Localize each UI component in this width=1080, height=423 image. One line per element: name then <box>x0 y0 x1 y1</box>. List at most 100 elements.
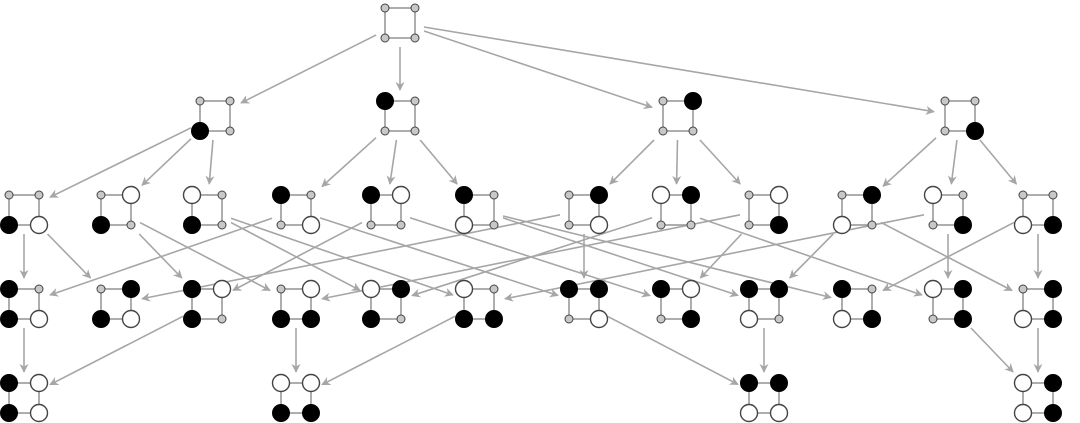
top-left-black-dot <box>455 186 473 204</box>
bottom-right-unset-dot <box>225 126 235 136</box>
bottom-right-unset-dot <box>686 220 696 230</box>
top-right-black-dot <box>1044 280 1062 298</box>
state-node <box>182 185 227 234</box>
bottom-left-white-dot <box>739 403 759 423</box>
nodes-layer <box>0 3 1062 423</box>
node-frame <box>568 288 600 320</box>
bottom-left-unset-dot <box>366 220 376 230</box>
bottom-left-unset-dot <box>940 126 950 136</box>
state-node <box>454 186 499 235</box>
edge-arrow <box>423 30 653 109</box>
edges-layer <box>19 26 1043 386</box>
top-left-white-dot <box>923 185 943 205</box>
top-left-black-dot <box>183 280 201 298</box>
state-node <box>564 186 609 235</box>
top-left-black-dot <box>376 92 394 110</box>
node-frame <box>662 100 694 132</box>
bottom-right-black-dot <box>682 310 700 328</box>
bottom-left-black-dot <box>455 310 473 328</box>
top-left-black-dot <box>272 186 290 204</box>
state-node <box>1013 190 1062 235</box>
top-left-unset-dot <box>837 190 847 200</box>
bottom-right-unset-dot <box>217 314 227 324</box>
bottom-left-black-dot <box>0 404 18 422</box>
top-right-unset-dot <box>489 190 499 200</box>
bottom-right-unset-dot <box>396 314 406 324</box>
bottom-left-black-dot <box>92 216 110 234</box>
node-frame <box>748 194 780 226</box>
node-frame <box>1022 194 1054 226</box>
node-frame <box>370 288 402 320</box>
top-right-black-dot <box>122 280 140 298</box>
bottom-right-black-dot <box>302 310 320 328</box>
top-right-white-dot <box>212 279 232 299</box>
state-node <box>832 186 881 235</box>
bottom-left-white-dot <box>739 309 759 329</box>
state-node <box>560 280 609 329</box>
bottom-right-unset-dot <box>410 33 420 43</box>
edge-arrow <box>882 221 1015 292</box>
top-left-unset-dot <box>276 284 286 294</box>
top-right-white-dot <box>769 185 789 205</box>
bottom-right-black-dot <box>1044 216 1062 234</box>
bottom-left-black-dot <box>0 216 18 234</box>
node-frame <box>384 7 416 39</box>
top-left-black-dot <box>362 186 380 204</box>
bottom-left-black-dot <box>272 310 290 328</box>
bottom-right-unset-dot <box>489 220 499 230</box>
bottom-left-black-dot <box>183 310 201 328</box>
top-right-black-dot <box>770 280 788 298</box>
bottom-left-unset-dot <box>276 220 286 230</box>
state-node <box>0 190 49 235</box>
bottom-right-unset-dot <box>217 220 227 230</box>
bottom-right-unset-dot <box>688 126 698 136</box>
state-node <box>832 280 881 329</box>
edge-arrow <box>139 221 271 292</box>
state-node <box>744 185 789 234</box>
node-frame <box>280 288 312 320</box>
top-right-unset-dot <box>970 96 980 106</box>
top-left-unset-dot <box>380 3 390 13</box>
bottom-right-unset-dot <box>867 220 877 230</box>
state-node <box>739 280 788 329</box>
edge-arrow <box>232 221 363 292</box>
top-right-black-dot <box>770 374 788 392</box>
top-right-unset-dot <box>34 284 44 294</box>
state-node <box>0 373 49 423</box>
bottom-left-black-dot <box>362 310 380 328</box>
top-left-unset-dot <box>564 190 574 200</box>
state-node <box>923 279 972 328</box>
state-node <box>652 279 701 328</box>
state-node <box>651 185 700 230</box>
top-right-black-dot <box>392 280 410 298</box>
node-frame <box>384 100 416 132</box>
node-frame <box>841 288 873 320</box>
bottom-right-black-dot <box>302 404 320 422</box>
node-frame <box>100 194 132 226</box>
edge-arrow <box>672 139 682 185</box>
edge-arrow <box>46 233 92 279</box>
bottom-left-white-dot <box>1013 309 1033 329</box>
top-left-unset-dot <box>658 96 668 106</box>
top-right-black-dot <box>1044 374 1062 392</box>
edge-arrow <box>609 139 655 185</box>
bottom-right-black-dot <box>954 310 972 328</box>
edge-arrow <box>240 34 377 104</box>
top-left-unset-dot <box>96 190 106 200</box>
bottom-left-black-dot <box>272 404 290 422</box>
edge-arrow <box>880 221 1013 292</box>
edge-arrow <box>141 138 192 186</box>
bottom-left-unset-dot <box>656 314 666 324</box>
node-frame <box>944 100 976 132</box>
state-node <box>454 279 503 328</box>
edge-arrow <box>141 214 561 302</box>
top-left-unset-dot <box>4 190 14 200</box>
node-frame <box>100 288 132 320</box>
bottom-right-white-dot <box>121 309 141 329</box>
bottom-right-unset-dot <box>396 220 406 230</box>
top-right-unset-dot <box>410 96 420 106</box>
top-right-white-dot <box>301 279 321 299</box>
state-node <box>272 186 321 235</box>
node-frame <box>280 382 312 414</box>
